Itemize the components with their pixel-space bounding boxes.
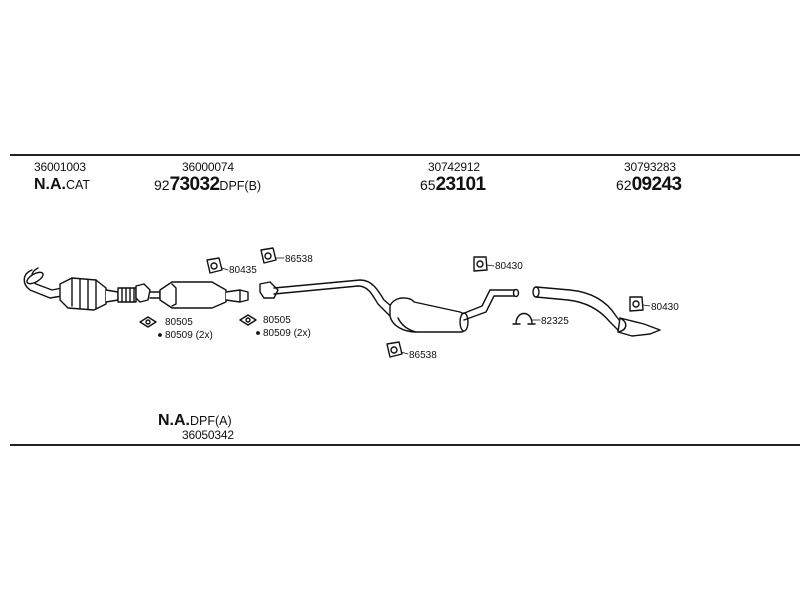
- hanger-80430-right: [629, 296, 644, 312]
- na-label: N.A.: [158, 412, 190, 429]
- callout-80430-right: 80430: [651, 302, 679, 313]
- middle-muffler: [389, 297, 469, 333]
- rear-pipe: [532, 286, 661, 337]
- callout-86538-bottom: 86538: [409, 350, 437, 361]
- catalytic-converter: [59, 277, 119, 311]
- bolt-80509-b: [256, 331, 260, 335]
- code-main: 09243: [631, 174, 682, 195]
- callout-80509-a: 80509 (2x): [165, 330, 213, 341]
- front-flange: [135, 283, 161, 303]
- part-number-dpf-b: 36000074: [182, 160, 234, 174]
- code-prefix: 62: [616, 177, 632, 193]
- gasket-80505-b: [239, 314, 257, 326]
- middle-pipe-flange: [259, 281, 279, 299]
- cat-label: CAT: [66, 178, 91, 192]
- part-code-rear-pipe: 6209243: [616, 174, 682, 196]
- code-suffix: DPF(B): [219, 179, 262, 193]
- callout-80505-b: 80505: [263, 315, 291, 326]
- callout-80435: 80435: [229, 265, 257, 276]
- part-code-middle-muffler: 6523101: [420, 174, 486, 196]
- gasket-80505-a: [139, 316, 157, 328]
- callout-86538-top: 86538: [285, 254, 313, 265]
- dpf-a-label: DPF(A): [190, 414, 232, 428]
- part-label-catalyst: N.A.CAT: [34, 176, 90, 194]
- part-number-dpf-a: 36050342: [182, 428, 234, 442]
- bolt-80509-a: [158, 333, 162, 337]
- hanger-80430-mid: [473, 256, 488, 272]
- code-main: 73032: [169, 174, 220, 195]
- code-main: 23101: [435, 174, 486, 195]
- part-number-catalyst: 36001003: [34, 160, 86, 174]
- callout-80505-a: 80505: [165, 317, 193, 328]
- code-prefix: 92: [154, 177, 170, 193]
- part-code-dpf-b: 9273032DPF(B): [154, 174, 261, 196]
- intermediate-pipe: [461, 288, 520, 321]
- part-number-rear-pipe: 30793283: [624, 160, 676, 174]
- middle-pipe: [273, 279, 399, 319]
- hanger-86538-bottom: [386, 341, 403, 358]
- front-pipe: [23, 267, 63, 299]
- callout-80430-mid: 80430: [495, 261, 523, 272]
- callout-80509-b: 80509 (2x): [263, 328, 311, 339]
- top-divider: [10, 154, 800, 156]
- callout-82325: 82325: [541, 316, 569, 327]
- code-prefix: 65: [420, 177, 436, 193]
- dpf-unit: [159, 281, 249, 309]
- bottom-divider: [10, 444, 800, 446]
- hanger-86538-top: [260, 247, 277, 264]
- hanger-80435: [206, 257, 223, 274]
- flex-pipe: [117, 287, 137, 303]
- clamp-82325: [512, 312, 536, 325]
- na-label: N.A.: [34, 176, 66, 193]
- part-number-middle-muffler: 30742912: [428, 160, 480, 174]
- part-label-dpf-a: N.A.DPF(A): [158, 412, 232, 430]
